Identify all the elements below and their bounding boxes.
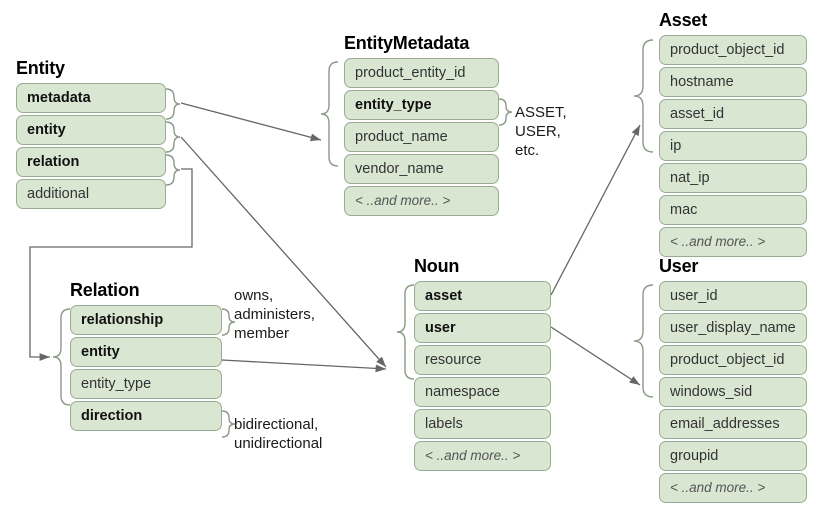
bracket-asset-left xyxy=(633,39,654,153)
field-asset-mac[interactable]: mac xyxy=(659,195,807,225)
field-entity-additional[interactable]: additional xyxy=(16,179,166,209)
field-entitymetadata-product-name[interactable]: product_name xyxy=(344,122,499,152)
group-relation: Relation relationship entity entity_type… xyxy=(70,280,222,433)
group-user: User user_id user_display_name product_o… xyxy=(659,256,807,505)
field-asset-product-object-id[interactable]: product_object_id xyxy=(659,35,807,65)
field-user-more[interactable]: < ..and more.. > xyxy=(659,473,807,503)
field-noun-more[interactable]: < ..and more.. > xyxy=(414,441,551,471)
annotation-entity-type-values: ASSET, USER, etc. xyxy=(515,104,567,159)
bracket-noun-left xyxy=(396,284,415,380)
link-metadata-to-entitymetadata xyxy=(180,102,322,142)
field-relation-entity-type[interactable]: entity_type xyxy=(70,369,222,399)
field-entitymetadata-entity-type[interactable]: entity_type xyxy=(344,90,499,120)
bracket-entity-relation xyxy=(165,154,181,186)
link-relationentity-to-noun xyxy=(221,359,387,373)
fields-asset: product_object_id hostname asset_id ip n… xyxy=(659,35,807,259)
field-user-user-id[interactable]: user_id xyxy=(659,281,807,311)
field-noun-labels[interactable]: labels xyxy=(414,409,551,439)
field-asset-more[interactable]: < ..and more.. > xyxy=(659,227,807,257)
fields-relation: relationship entity entity_type directio… xyxy=(70,305,222,433)
field-user-email-addresses[interactable]: email_addresses xyxy=(659,409,807,439)
field-user-user-display-name[interactable]: user_display_name xyxy=(659,313,807,343)
group-title-noun: Noun xyxy=(414,256,460,276)
field-entitymetadata-vendor-name[interactable]: vendor_name xyxy=(344,154,499,184)
bracket-user-left xyxy=(633,284,654,398)
field-asset-nat-ip[interactable]: nat_ip xyxy=(659,163,807,193)
bracket-entitymetadata-left xyxy=(320,61,339,167)
group-title-entity: Entity xyxy=(16,58,65,78)
field-relation-entity[interactable]: entity xyxy=(70,337,222,367)
field-entitymetadata-product-entity-id[interactable]: product_entity_id xyxy=(344,58,499,88)
field-entity-relation[interactable]: relation xyxy=(16,147,166,177)
group-entity: Entity metadata entity relation addition… xyxy=(16,58,166,211)
fields-user: user_id user_display_name product_object… xyxy=(659,281,807,505)
bracket-entity-type-values xyxy=(498,98,513,126)
field-user-product-object-id[interactable]: product_object_id xyxy=(659,345,807,375)
bracket-entity-metadata xyxy=(165,88,181,120)
field-user-groupid[interactable]: groupid xyxy=(659,441,807,471)
group-title-asset: Asset xyxy=(659,10,708,30)
field-noun-asset[interactable]: asset xyxy=(414,281,551,311)
group-entitymetadata: EntityMetadata product_entity_id entity_… xyxy=(344,33,499,218)
group-title-entitymetadata: EntityMetadata xyxy=(344,33,470,53)
field-relation-direction[interactable]: direction xyxy=(70,401,222,431)
field-asset-ip[interactable]: ip xyxy=(659,131,807,161)
annotation-direction-values: bidirectional, unidirectional xyxy=(234,416,323,452)
field-asset-asset-id[interactable]: asset_id xyxy=(659,99,807,129)
bracket-entity-entity xyxy=(165,121,181,153)
field-noun-namespace[interactable]: namespace xyxy=(414,377,551,407)
field-asset-hostname[interactable]: hostname xyxy=(659,67,807,97)
group-title-user: User xyxy=(659,256,699,276)
field-entitymetadata-more[interactable]: < ..and more.. > xyxy=(344,186,499,216)
fields-entity: metadata entity relation additional xyxy=(16,83,166,211)
bracket-relation-left xyxy=(52,308,71,406)
field-relation-relationship[interactable]: relationship xyxy=(70,305,222,335)
annotation-relationship-values: owns, administers, member xyxy=(234,287,315,342)
fields-noun: asset user resource namespace labels < .… xyxy=(414,281,551,473)
field-noun-user[interactable]: user xyxy=(414,313,551,343)
field-entity-entity[interactable]: entity xyxy=(16,115,166,145)
field-user-windows-sid[interactable]: windows_sid xyxy=(659,377,807,407)
group-asset: Asset product_object_id hostname asset_i… xyxy=(659,10,807,259)
group-title-relation: Relation xyxy=(70,280,140,300)
field-entity-metadata[interactable]: metadata xyxy=(16,83,166,113)
field-noun-resource[interactable]: resource xyxy=(414,345,551,375)
group-noun: Noun asset user resource namespace label… xyxy=(414,256,551,473)
link-user-to-user xyxy=(550,326,641,386)
fields-entitymetadata: product_entity_id entity_type product_na… xyxy=(344,58,499,218)
